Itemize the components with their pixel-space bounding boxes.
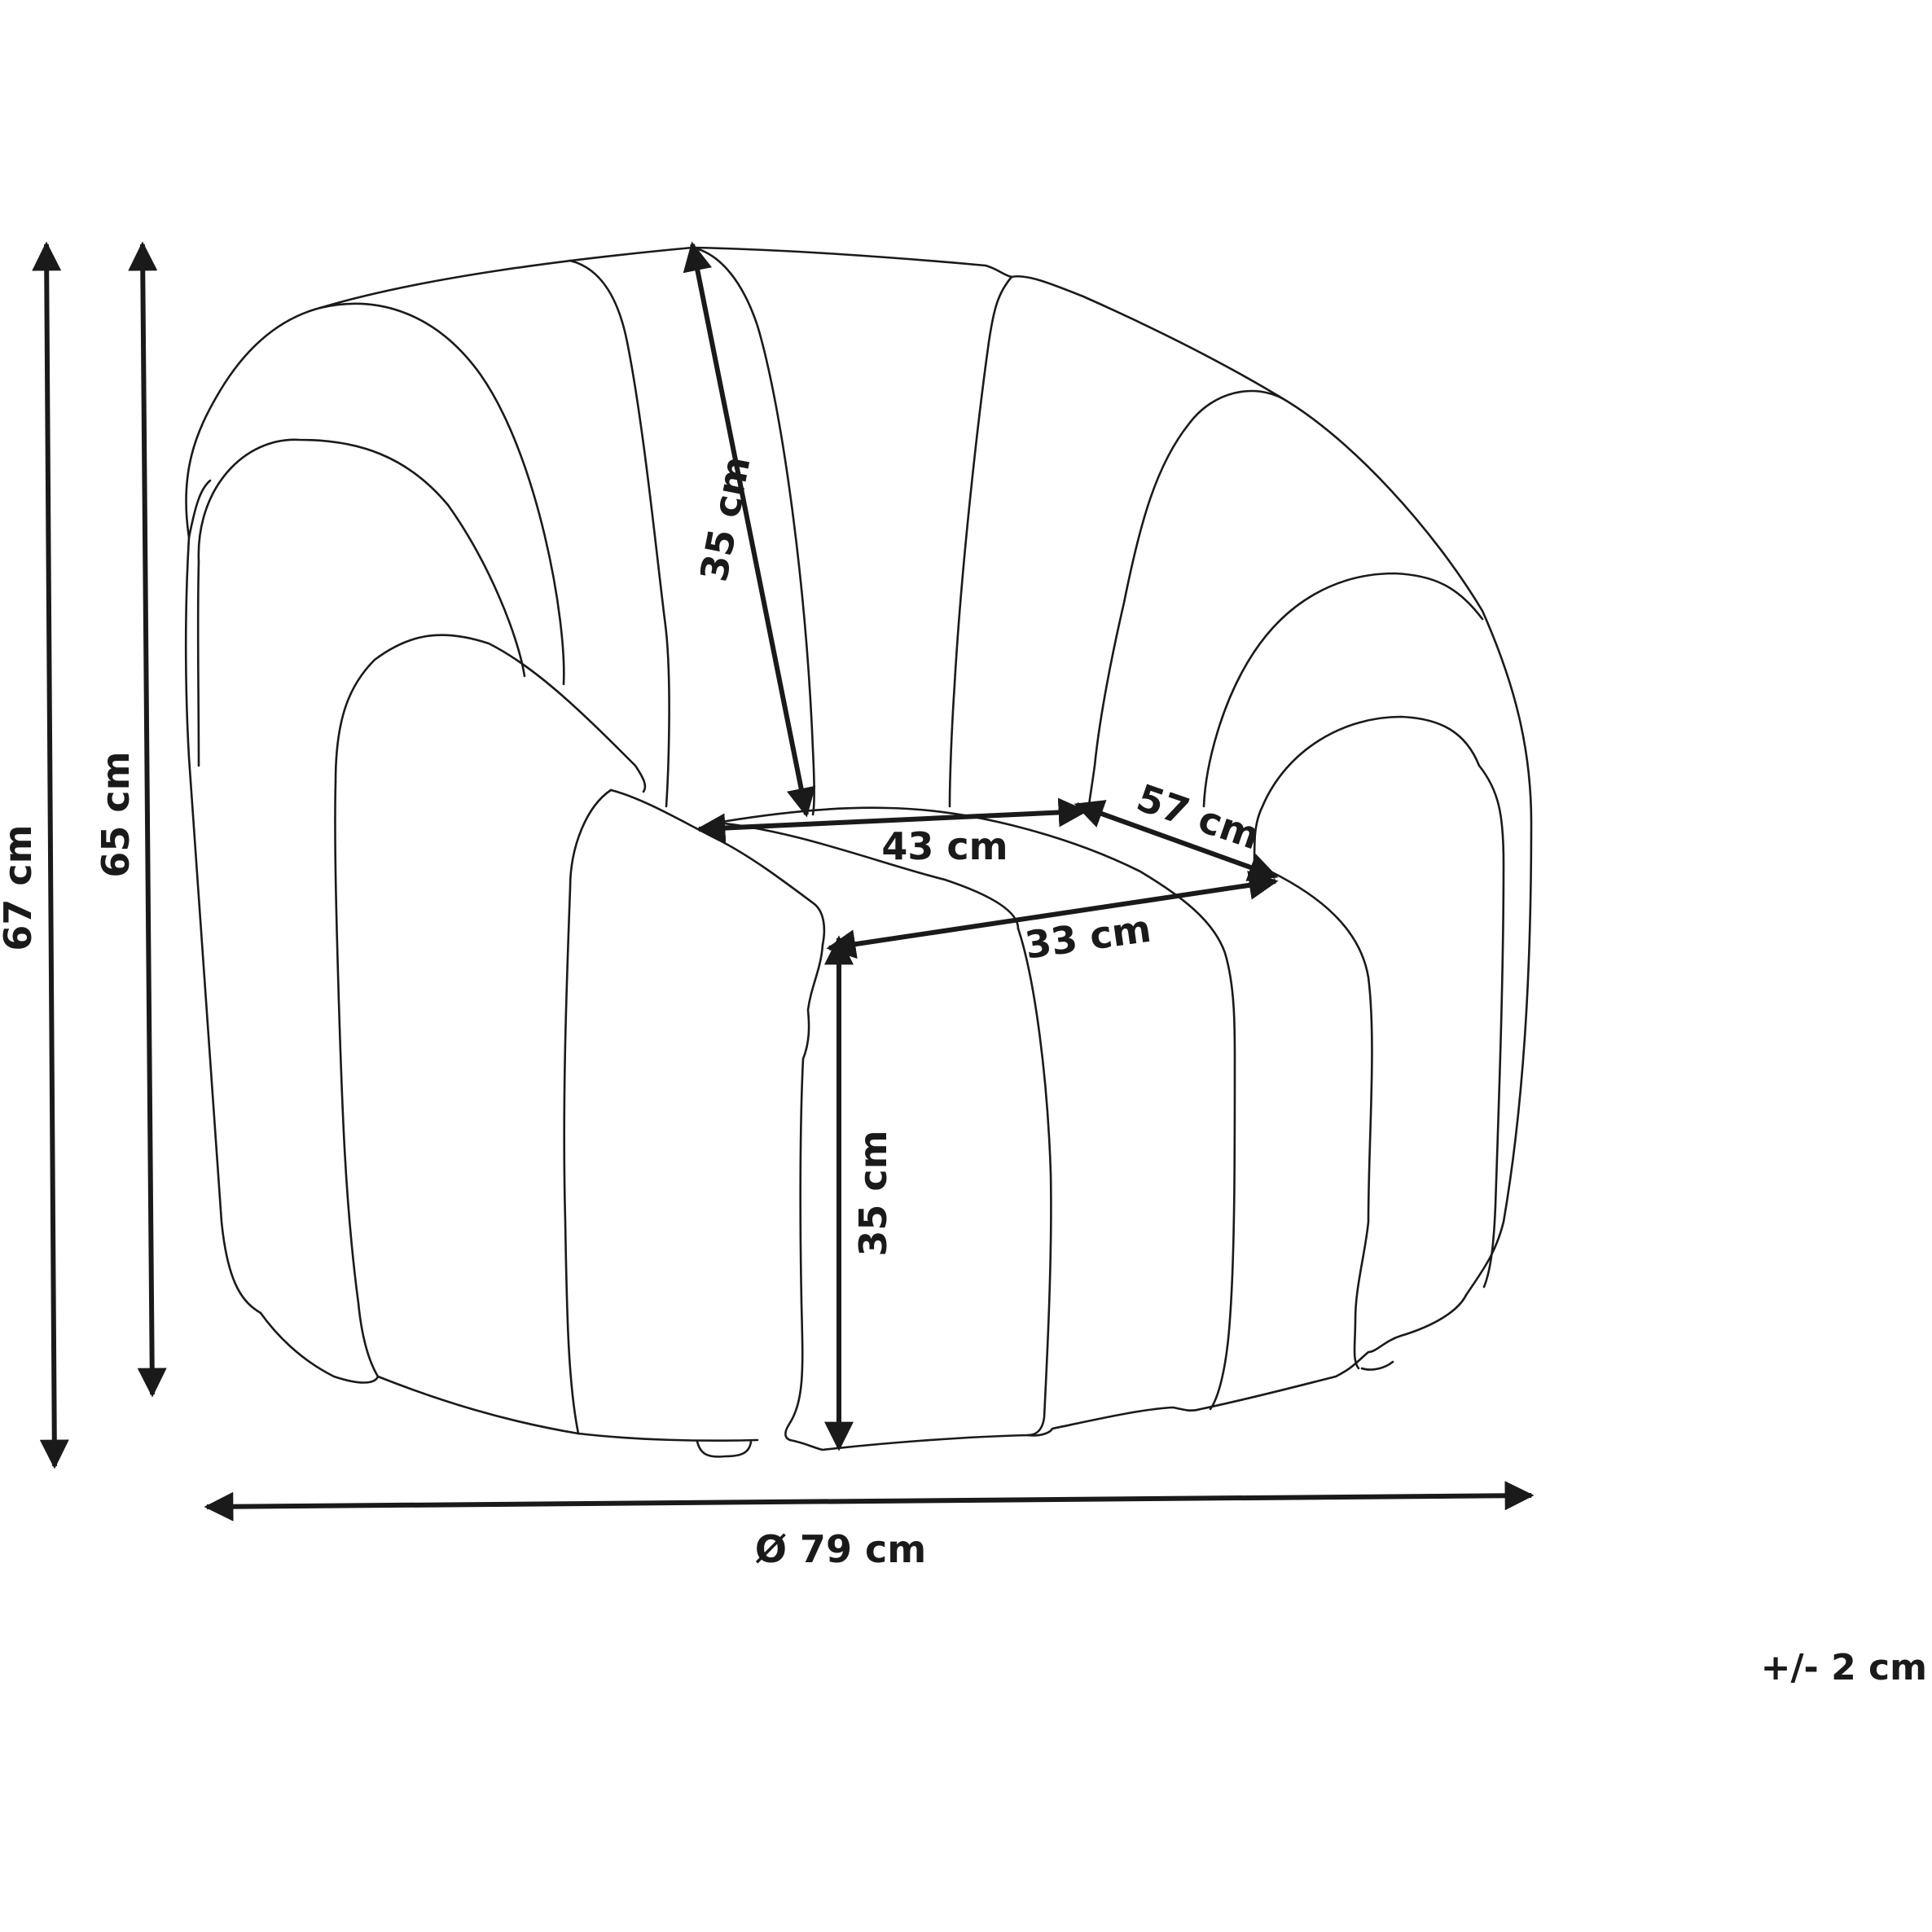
tolerance-label: +/- 2 cm — [1761, 1647, 1927, 1688]
total-height-label: 67 cm — [0, 824, 40, 951]
back-left-panel-inner — [569, 259, 670, 808]
seat-height-label: 35 cm — [851, 1130, 895, 1256]
seat-front-width-arrow — [826, 870, 1279, 959]
right-back-panel — [1087, 389, 1285, 816]
left-outer-shell — [184, 306, 322, 1315]
right-outer-shell — [1464, 609, 1533, 1297]
total-height-arrow — [32, 241, 69, 1469]
right-armrest-side — [1269, 870, 1373, 1370]
left-armrest-side — [334, 780, 380, 1378]
back-center-right — [948, 275, 1013, 808]
back-height-label: 65 cm — [94, 751, 138, 877]
left-outer-shell-inner — [187, 479, 212, 539]
left-foot — [696, 1440, 753, 1458]
backrest-height-arrow — [683, 241, 816, 818]
dimension-labels: 67 cm 65 cm 35 cm 35 cm 43 cm 57 cm 33 c… — [0, 453, 1927, 1688]
seat-depth-arrow — [1074, 800, 1279, 881]
seat-mid-line — [1016, 927, 1052, 1437]
left-armrest — [334, 634, 647, 793]
left-mid-panel-lower — [196, 560, 200, 767]
seat-width-label: 43 cm — [881, 824, 1008, 868]
right-foot — [1360, 1360, 1394, 1371]
left-mid-panel — [197, 438, 526, 678]
right-base-curve — [1334, 1293, 1468, 1378]
back-top-edge — [318, 246, 1013, 310]
dimension-lines — [32, 241, 1535, 1521]
left-base-curve — [259, 1311, 380, 1384]
armchair-outline — [184, 246, 1533, 1458]
right-mid-panel — [1202, 572, 1484, 808]
back-top-edge-right — [1010, 274, 1484, 613]
seat-front-bottom — [788, 1375, 1337, 1451]
back-height-arrow — [128, 241, 167, 1398]
diameter-arrow — [204, 1481, 1535, 1521]
left-back-panel — [318, 302, 565, 686]
left-front-arm-top — [609, 788, 826, 946]
seat-depth-label: 57 cm — [1131, 775, 1265, 858]
seat-width-arrow — [696, 797, 1088, 843]
seat-front-left-edge — [784, 943, 824, 1442]
right-armrest — [1253, 715, 1481, 865]
diameter-label: Ø 79 cm — [755, 1527, 926, 1571]
left-front-arm-bottom — [376, 1375, 759, 1442]
right-armrest-inner — [1478, 764, 1505, 1289]
left-front-arm — [563, 788, 613, 1435]
